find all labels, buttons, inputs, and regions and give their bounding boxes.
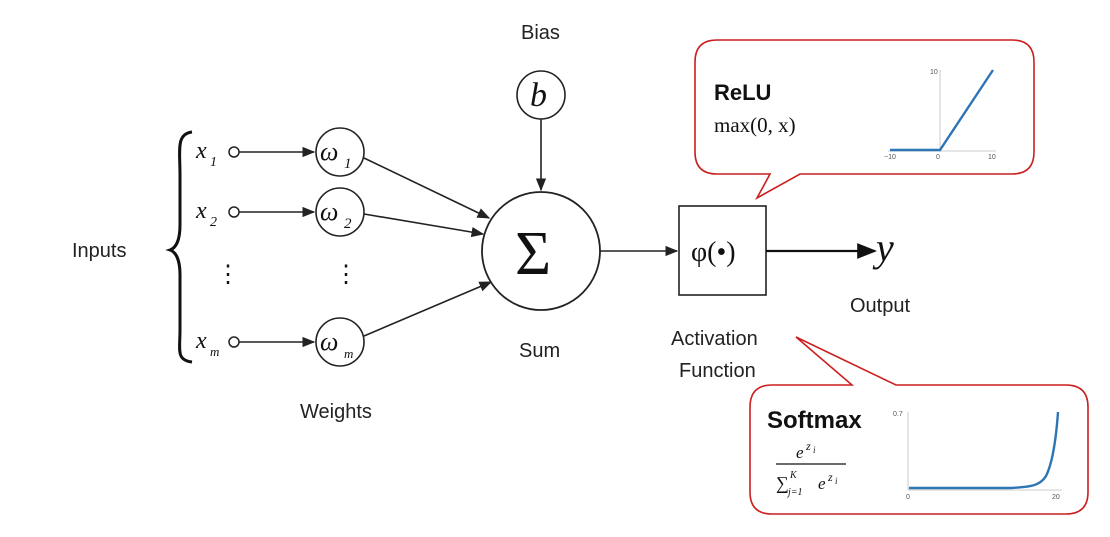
weight-node-2: ω 2: [315, 187, 365, 237]
svg-text:K: K: [789, 470, 798, 481]
softmax-plot: 0.7 0 20: [893, 411, 1062, 501]
svg-text:Σ: Σ: [515, 220, 551, 288]
weights-ellipsis: ⋮: [334, 262, 358, 288]
svg-text:∑: ∑: [776, 473, 789, 493]
svg-text:1: 1: [210, 155, 217, 170]
relu-formula: max(0, x): [714, 113, 796, 137]
relu-tick-x-origin: 0: [936, 154, 940, 161]
activation-label-line2: Function: [679, 360, 756, 382]
svg-text:i: i: [835, 476, 838, 486]
softmax-tick-y-top: 0.7: [893, 411, 903, 418]
relu-tick-x-right: 10: [988, 154, 996, 161]
bias-label: Bias: [521, 22, 560, 44]
weights-label: Weights: [300, 401, 372, 423]
svg-text:1: 1: [344, 156, 352, 172]
softmax-title: Softmax: [767, 407, 862, 434]
weight-node-m: ω m: [315, 317, 365, 367]
input-node-m: [228, 336, 240, 348]
weight-node-1: ω 1: [315, 127, 365, 177]
weight-arrow-1: [363, 157, 491, 219]
softmax-formula: e z i ∑ K j=1 e z i: [776, 439, 846, 498]
relu-curve: [890, 69, 995, 152]
svg-text:x: x: [195, 198, 207, 224]
softmax-curve: [909, 411, 1060, 490]
input-node-2: [228, 206, 240, 218]
relu-title: ReLU: [714, 80, 771, 105]
bias-node: b: [516, 70, 566, 120]
relu-callout: ReLU max(0, x) 10 −10 0 10: [694, 39, 1035, 201]
relu-plot: 10 −10 0 10: [884, 69, 996, 161]
sum-node: Σ: [481, 191, 601, 311]
activation-box: φ(•): [678, 205, 767, 296]
svg-text:z: z: [805, 439, 811, 453]
activation-label-line1: Activation: [671, 328, 758, 350]
input-node-1: [228, 146, 240, 158]
svg-text:m: m: [344, 346, 353, 361]
relu-tick-y-top: 10: [930, 69, 938, 76]
input-x2: x 2: [195, 198, 217, 230]
output-symbol: y: [872, 225, 894, 270]
svg-text:j=1: j=1: [786, 487, 803, 498]
softmax-tick-x-origin: 0: [906, 494, 910, 501]
svg-text:x: x: [195, 138, 207, 164]
softmax-tick-x-right: 20: [1052, 494, 1060, 501]
svg-text:x: x: [195, 328, 207, 354]
sum-label: Sum: [519, 340, 560, 362]
svg-text:ω: ω: [320, 197, 338, 226]
svg-text:2: 2: [344, 216, 352, 232]
weight-arrow-m: [363, 281, 493, 337]
svg-text:2: 2: [210, 215, 217, 230]
svg-text:i: i: [813, 445, 816, 455]
svg-text:ω: ω: [320, 327, 338, 356]
inputs-label: Inputs: [72, 240, 126, 262]
output-label: Output: [850, 295, 910, 317]
svg-text:φ(•): φ(•): [691, 237, 736, 268]
svg-text:m: m: [210, 344, 219, 359]
svg-text:b: b: [530, 77, 547, 114]
svg-text:z: z: [827, 470, 833, 484]
input-xm: x m: [195, 328, 219, 359]
weight-arrow-2: [363, 213, 485, 238]
softmax-callout: Softmax e z i ∑ K j=1 e z i 0.7 0 20: [749, 336, 1089, 515]
inputs-brace: [165, 130, 193, 364]
svg-text:ω: ω: [320, 137, 338, 166]
svg-text:e: e: [796, 443, 804, 462]
input-x1: x 1: [195, 138, 217, 170]
relu-tick-x-left: −10: [884, 154, 896, 161]
svg-text:e: e: [818, 474, 826, 493]
inputs-ellipsis: ⋮: [216, 262, 240, 288]
